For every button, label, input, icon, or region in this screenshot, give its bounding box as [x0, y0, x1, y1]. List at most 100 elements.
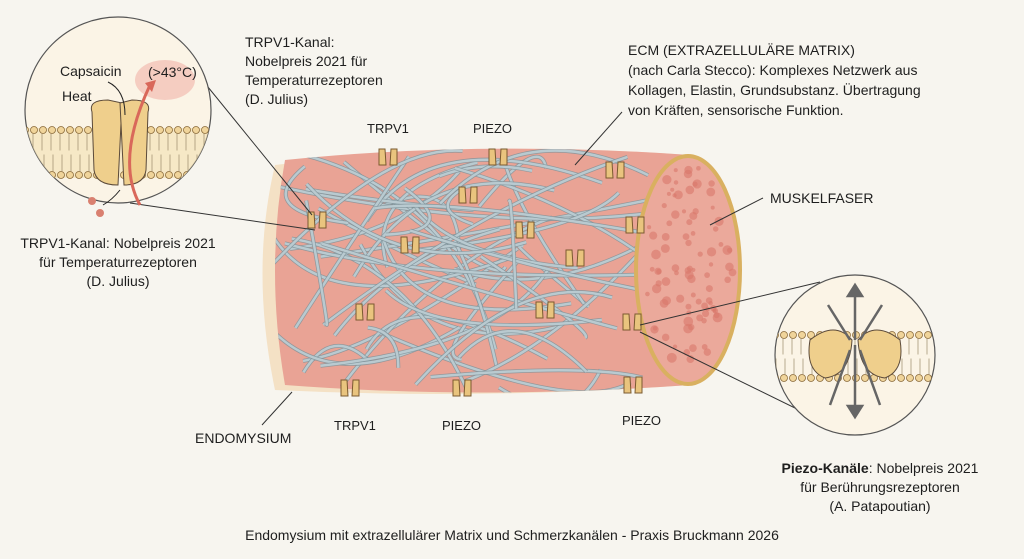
piezo-caption-title: Piezo-Kanäle — [782, 460, 869, 476]
myofibril-dot — [708, 300, 713, 306]
collagen-fiber — [430, 369, 643, 379]
myofibril-dot — [683, 323, 693, 334]
trpv1-caption: TRPV1-Kanal: Nobelpreis 2021 — [20, 235, 216, 251]
myofibril-dot — [690, 292, 696, 298]
collagen-fiber — [381, 235, 572, 311]
collagen-fiber — [373, 204, 644, 234]
myofibril-dot — [690, 231, 696, 236]
myofibril-dot — [708, 180, 715, 187]
myofibril-dot — [696, 165, 701, 171]
myofibril-dot — [674, 270, 679, 276]
collagen-fiber — [284, 242, 674, 277]
channel-icon — [565, 249, 585, 267]
muscle-fiber-bundle — [262, 148, 742, 397]
myofibril-dot — [697, 251, 703, 257]
myofibril-dot — [661, 333, 670, 342]
myofibril-dot — [661, 277, 671, 286]
collagen-fiber — [478, 155, 548, 208]
capsaicin-label: Capsaicin — [60, 63, 121, 79]
myofibril-dot — [650, 325, 659, 334]
capsaicin-arrow-icon — [107, 81, 126, 116]
myofibril-dot — [706, 247, 717, 257]
collagen-fiber — [438, 165, 533, 178]
myofibril-dot — [659, 299, 669, 308]
collagen-fiber — [507, 199, 518, 309]
trpv1-caption: (D. Julius) — [86, 273, 149, 289]
myofibril-dot — [703, 348, 712, 356]
myofibril-dot — [712, 312, 723, 323]
leader-line — [574, 111, 623, 166]
myofibril-dot — [671, 264, 680, 272]
muskelfaser-label: MUSKELFASER — [770, 190, 873, 206]
note-line: Kollagen, Elastin, Grundsubstanz. Übertr… — [628, 81, 921, 98]
top-note: TRPV1-Kanal: Nobelpreis 2021 für Tempera… — [245, 34, 383, 107]
myofibril-dot — [672, 193, 677, 198]
myofibril-dot — [686, 265, 693, 272]
myofibril-dot — [683, 316, 694, 327]
temperature-label: (>43°C) — [148, 64, 197, 80]
collagen-fiber — [385, 187, 431, 236]
myofibril-dot — [649, 266, 655, 272]
collagen-fiber — [275, 326, 461, 366]
collagen-fiber — [291, 237, 468, 389]
myofibril-dot — [673, 180, 679, 185]
piezo-caption: (A. Patapoutian) — [829, 498, 930, 514]
piezo-inset: Piezo-Kanäle: Nobelpreis 2021 für Berühr… — [774, 274, 979, 514]
collagen-fiber — [383, 332, 632, 393]
myofibril-dot — [714, 216, 724, 226]
myofibril-dot — [670, 187, 675, 192]
collagen-fiber — [413, 204, 578, 270]
leader-line — [129, 202, 316, 231]
myofibril-dot — [666, 220, 673, 227]
myofibril-dot — [645, 291, 650, 297]
myofibril-dot — [651, 249, 661, 260]
myofibril-dot — [686, 219, 693, 226]
myofibril-dot — [705, 285, 713, 293]
piezo-caption-rest: : Nobelpreis 2021 — [869, 460, 979, 476]
myofibril-dot — [673, 168, 678, 173]
myofibril-dot — [701, 302, 709, 310]
heat-arrow-icon — [128, 84, 152, 206]
myofibril-dot — [684, 165, 693, 175]
collagen-fiber — [367, 326, 400, 368]
myofibril-dot — [724, 276, 731, 284]
collagen-fiber — [320, 269, 550, 367]
ecm-note: ECM (EXTRAZELLULÄRE MATRIX) (nach Carla … — [628, 42, 921, 118]
piezo-caption: Piezo-Kanäle: Nobelpreis 2021 — [782, 460, 979, 476]
myofibril-dot — [672, 344, 678, 349]
channel-icon — [378, 148, 398, 166]
myofibril-dot — [655, 280, 662, 287]
note-line: Nobelpreis 2021 für — [245, 53, 368, 69]
myofibril-dot — [695, 298, 702, 305]
piezo-label: PIEZO — [622, 413, 661, 428]
piezo-caption: für Berührungsrezeptoren — [800, 479, 960, 495]
myofibril-dot — [647, 225, 652, 230]
myofibril-dot — [718, 241, 724, 247]
collagen-fiber — [322, 155, 628, 326]
leader-line — [639, 281, 821, 326]
myofibril-dot — [687, 274, 696, 284]
trpv1-caption: für Temperaturrezeptoren — [39, 254, 197, 270]
trpv1-label: TRPV1 — [367, 121, 409, 136]
myofibril-dot — [689, 344, 697, 352]
myofibril-dot — [702, 310, 710, 318]
note-line: ECM (EXTRAZELLULÄRE MATRIX) — [628, 42, 855, 58]
collagen-fiber — [279, 185, 647, 221]
myofibril-dot — [704, 272, 710, 278]
note-line: Temperaturrezeptoren — [245, 72, 383, 88]
collagen-fiber-network — [275, 148, 680, 393]
myofibril-dot — [661, 202, 667, 209]
myofibril-dot — [676, 294, 685, 303]
leader-line — [709, 197, 764, 226]
myofibril-dot — [666, 352, 677, 363]
myofibril-dot — [712, 308, 717, 313]
trpv1-inset: Capsaicin Heat (>43°C) TRPV1-Kanal: Nobe… — [20, 16, 216, 289]
collagen-fiber — [302, 344, 372, 373]
channel-icon — [625, 216, 645, 234]
footer-caption: Endomysium mit extrazellulärer Matrix un… — [245, 527, 779, 543]
channel-icon — [355, 303, 375, 321]
myofibril-dot — [728, 268, 737, 277]
myofibril-dot — [673, 190, 683, 200]
myofibril-dot — [708, 262, 714, 267]
note-line: (nach Carla Stecco): Komplexes Netzwerk … — [628, 62, 917, 78]
